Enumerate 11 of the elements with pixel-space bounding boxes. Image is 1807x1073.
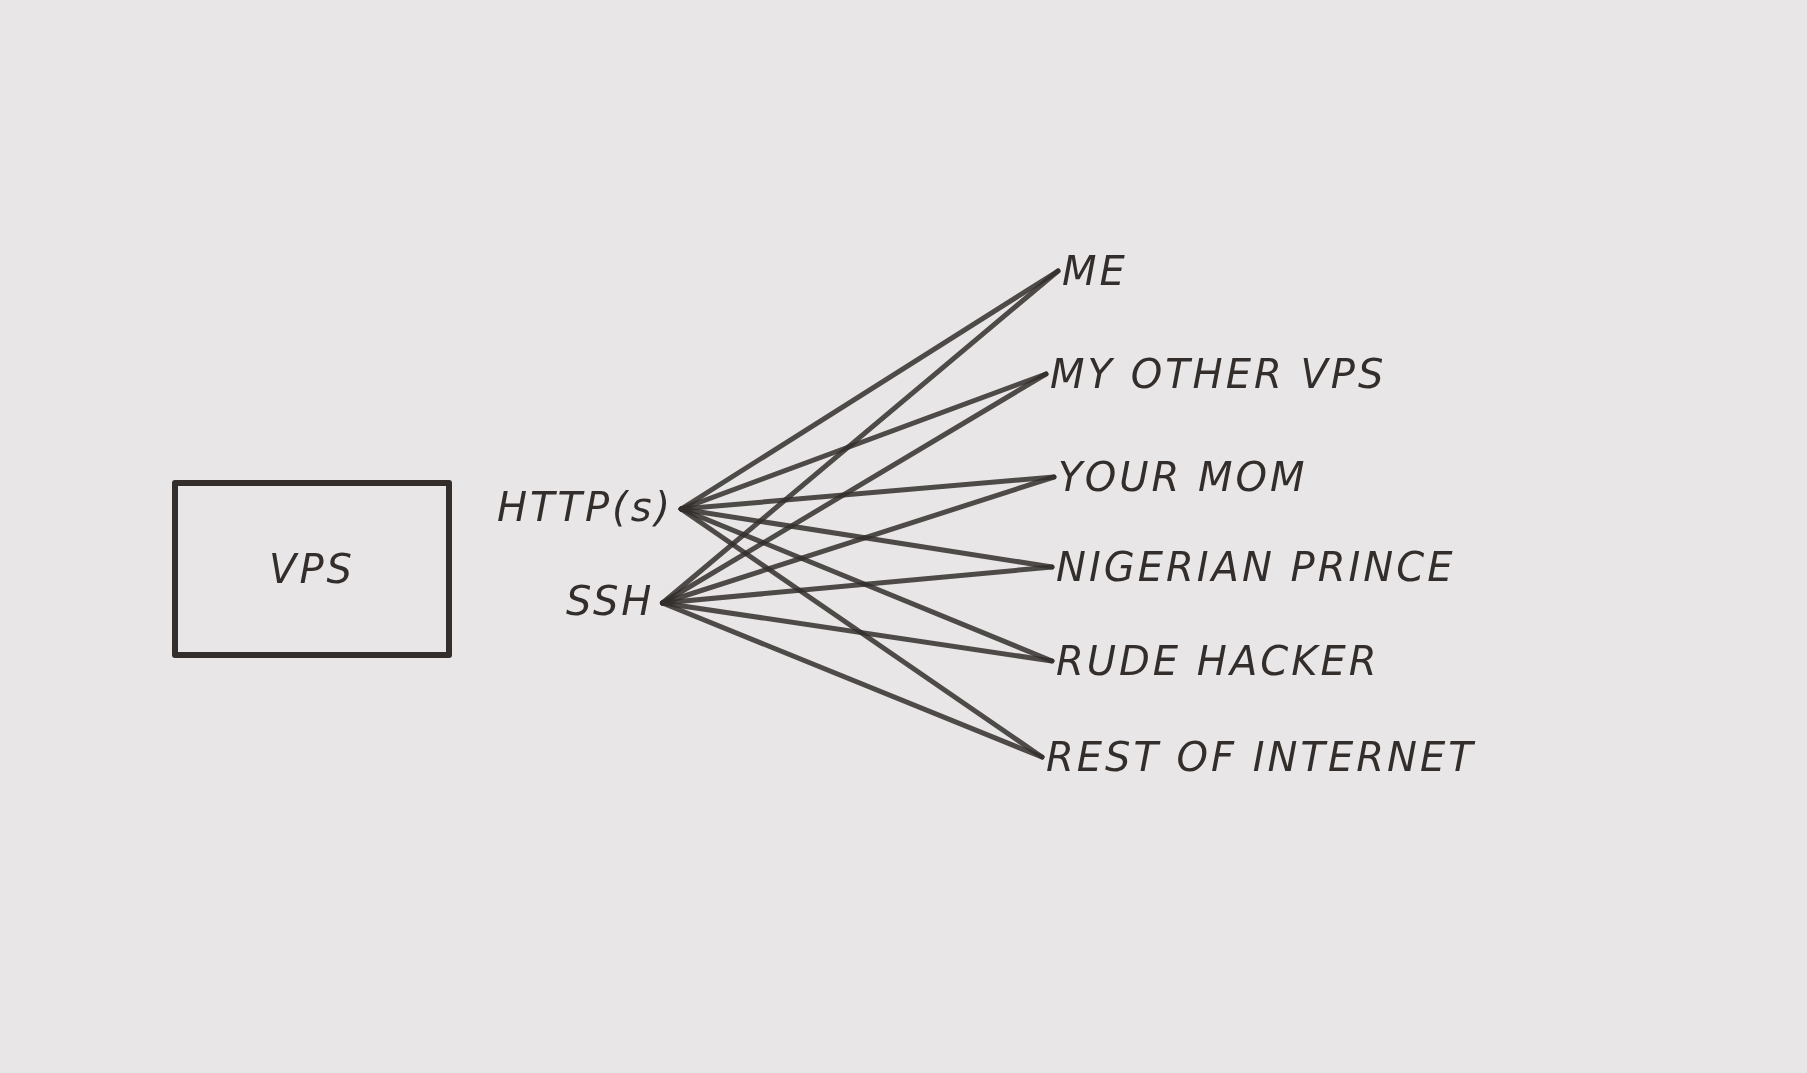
connection-line (659, 600, 1045, 760)
endpoint-label: YOUR MOM (1058, 452, 1308, 502)
endpoint-label: NIGERIAN PRINCE (1056, 542, 1456, 592)
endpoint-label: ME (1062, 246, 1128, 296)
endpoint-label: SSH (566, 576, 655, 626)
server-label: VPS (269, 546, 355, 592)
endpoint-label: RUDE HACKER (1056, 636, 1380, 686)
endpoint-label: REST OF INTERNET (1046, 732, 1476, 782)
endpoint-label: HTTP(s) (497, 482, 674, 532)
endpoint-label: MY OTHER VPS (1050, 349, 1387, 399)
server-box (172, 480, 452, 658)
